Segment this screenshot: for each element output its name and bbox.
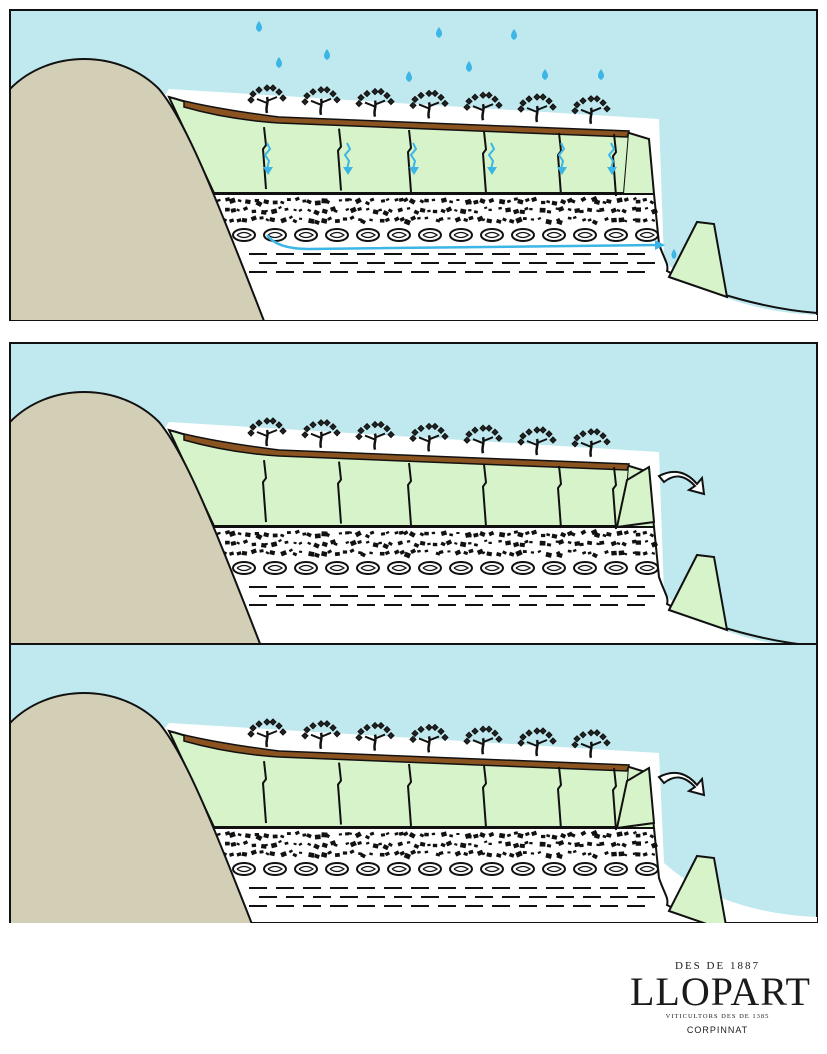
fallen-block	[667, 854, 727, 923]
vine-icon	[571, 95, 611, 125]
vine-icon	[355, 721, 395, 751]
vine-icon	[571, 428, 611, 458]
topsoil-layer	[183, 433, 631, 471]
vine-icon	[409, 422, 449, 452]
fracture-line	[261, 760, 268, 824]
infiltration-arrowhead	[607, 167, 617, 175]
fracture-line	[336, 461, 343, 524]
fracture-line	[481, 131, 488, 194]
vine-icon	[355, 87, 395, 117]
topsoil-layer	[183, 734, 631, 772]
fracture-line	[406, 129, 413, 193]
raindrop-icon	[542, 69, 548, 80]
fallen-block	[667, 553, 729, 632]
cliff-face	[624, 132, 656, 195]
raindrop-icon	[276, 57, 282, 68]
vine-icon	[517, 727, 557, 757]
vine-icon	[463, 424, 503, 454]
groundwater-flow-arrow	[265, 234, 660, 251]
clay-layer	[249, 887, 655, 907]
vine-icon	[409, 723, 449, 753]
rock-layer	[215, 829, 659, 860]
fracture-line	[336, 762, 343, 825]
panel-cliff-collapse	[9, 643, 818, 955]
raindrop-icon	[406, 71, 412, 82]
panel-block-toppling	[9, 342, 818, 654]
vine-icon	[463, 91, 503, 121]
panel-rain-infiltration	[9, 9, 818, 321]
rock-layer	[215, 195, 659, 226]
infiltration-arrow	[557, 142, 566, 170]
fracture-line	[481, 765, 488, 828]
fall-arrow-icon	[657, 771, 706, 797]
infiltration-arrowhead	[263, 167, 273, 175]
vine-icon	[571, 729, 611, 759]
raindrop-icon	[598, 69, 604, 80]
diagram-panel-3	[9, 643, 818, 923]
vine-icon	[517, 93, 557, 123]
logo-name: LLOPART	[630, 969, 811, 1014]
raindrop-icon	[324, 49, 330, 60]
diagram-panel-1	[9, 9, 818, 321]
hill	[9, 58, 266, 321]
topsoil-layer	[183, 100, 631, 138]
vine-icon	[463, 725, 503, 755]
infiltration-arrow	[409, 142, 418, 170]
infiltration-arrowhead	[487, 167, 497, 175]
marl-nodule-row	[232, 862, 659, 876]
infiltration-arrowhead	[343, 167, 353, 175]
raindrop-icon	[256, 21, 262, 32]
fracture-line	[261, 459, 268, 523]
detaching-block	[615, 465, 656, 529]
marl-nodule-row	[232, 561, 659, 575]
vine-icon	[355, 420, 395, 450]
fall-arrow-icon	[657, 470, 706, 496]
logo-since: DES DE 1887	[675, 960, 760, 972]
hill	[9, 692, 253, 923]
infiltration-arrowhead	[409, 167, 419, 175]
logo-corpinnat: CORPINNAT	[686, 1025, 749, 1035]
logo-subtitle: VITICULTORS DES DE 1385	[665, 1013, 770, 1020]
vine-icon	[247, 718, 287, 748]
vine-icon	[301, 86, 341, 116]
rock-layer	[215, 528, 659, 559]
fracture-line	[556, 766, 563, 830]
detaching-block	[615, 766, 656, 830]
fracture-line	[406, 462, 413, 526]
seepage-drop-icon	[671, 249, 677, 259]
groundwater-arrowhead	[655, 240, 665, 250]
fracture-line	[336, 128, 343, 191]
marl-nodule-row	[232, 228, 659, 242]
vine-icon	[301, 419, 341, 449]
infiltration-arrow	[343, 142, 352, 170]
fracture-line	[611, 133, 618, 197]
infiltration-arrow	[487, 142, 496, 170]
diagram-panel-2	[9, 342, 818, 654]
raindrop-icon	[511, 29, 517, 40]
vine-icon	[247, 84, 287, 114]
vine-icon	[517, 426, 557, 456]
vine-icon	[301, 720, 341, 750]
infiltration-arrow	[263, 142, 272, 170]
fracture-line	[481, 464, 488, 527]
clay-layer	[249, 586, 655, 606]
fracture-line	[556, 465, 563, 529]
vine-icon	[247, 417, 287, 447]
infiltration-arrowhead	[557, 167, 567, 175]
clay-layer	[249, 253, 655, 273]
llopart-logo: DES DE 1887 LLOPART VITICULTORS DES DE 1…	[630, 960, 811, 1045]
fracture-line	[406, 763, 413, 827]
hill	[9, 391, 266, 654]
vine-icon	[409, 89, 449, 119]
fracture-line	[611, 767, 618, 831]
fallen-block	[667, 220, 729, 299]
infiltration-arrow	[607, 142, 616, 170]
fracture-line	[611, 466, 618, 530]
raindrop-icon	[436, 27, 442, 38]
raindrop-icon	[466, 61, 472, 72]
